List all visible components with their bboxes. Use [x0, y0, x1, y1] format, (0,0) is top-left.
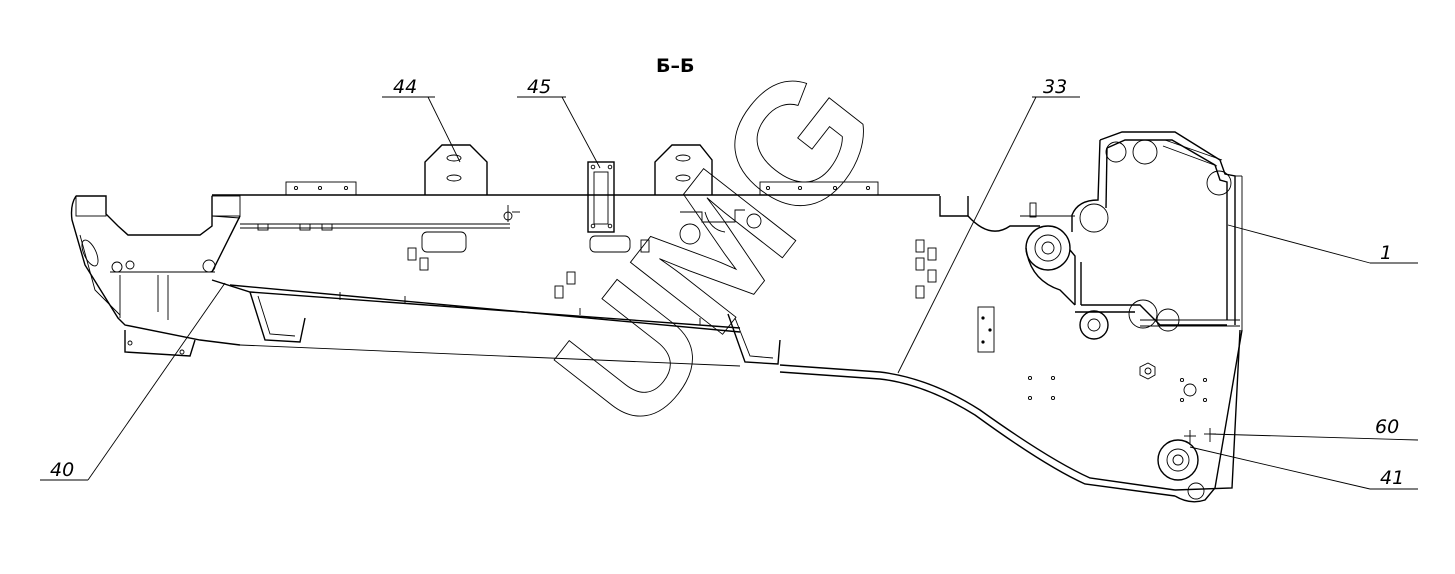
callout-44-label: 44 [393, 76, 417, 98]
bracket-44-left [424, 144, 488, 195]
callout-1-label: 1 [1380, 242, 1392, 264]
callout-1: 1 [1227, 224, 1418, 264]
callout-60-label: 60 [1375, 416, 1399, 438]
section-title: Б–Б [656, 55, 694, 77]
watermark: UMG [519, 33, 914, 463]
callout-45-label: 45 [527, 76, 551, 98]
frame-main [70, 131, 1243, 503]
callout-44: 44 [382, 76, 461, 163]
callout-41-label: 41 [1380, 467, 1404, 489]
callout-41: 41 [1189, 446, 1418, 490]
callout-33: 33 [897, 76, 1080, 374]
callout-45: 45 [517, 76, 601, 169]
bracket-44-right [654, 144, 713, 195]
callout-60: 60 [1209, 416, 1419, 441]
top-strips [285, 181, 879, 196]
callout-40-label: 40 [50, 459, 74, 481]
callout-40: 40 [40, 282, 226, 481]
watermark-text: UMG [519, 33, 913, 463]
plate-45 [587, 161, 615, 233]
callout-33-label: 33 [1043, 76, 1067, 98]
